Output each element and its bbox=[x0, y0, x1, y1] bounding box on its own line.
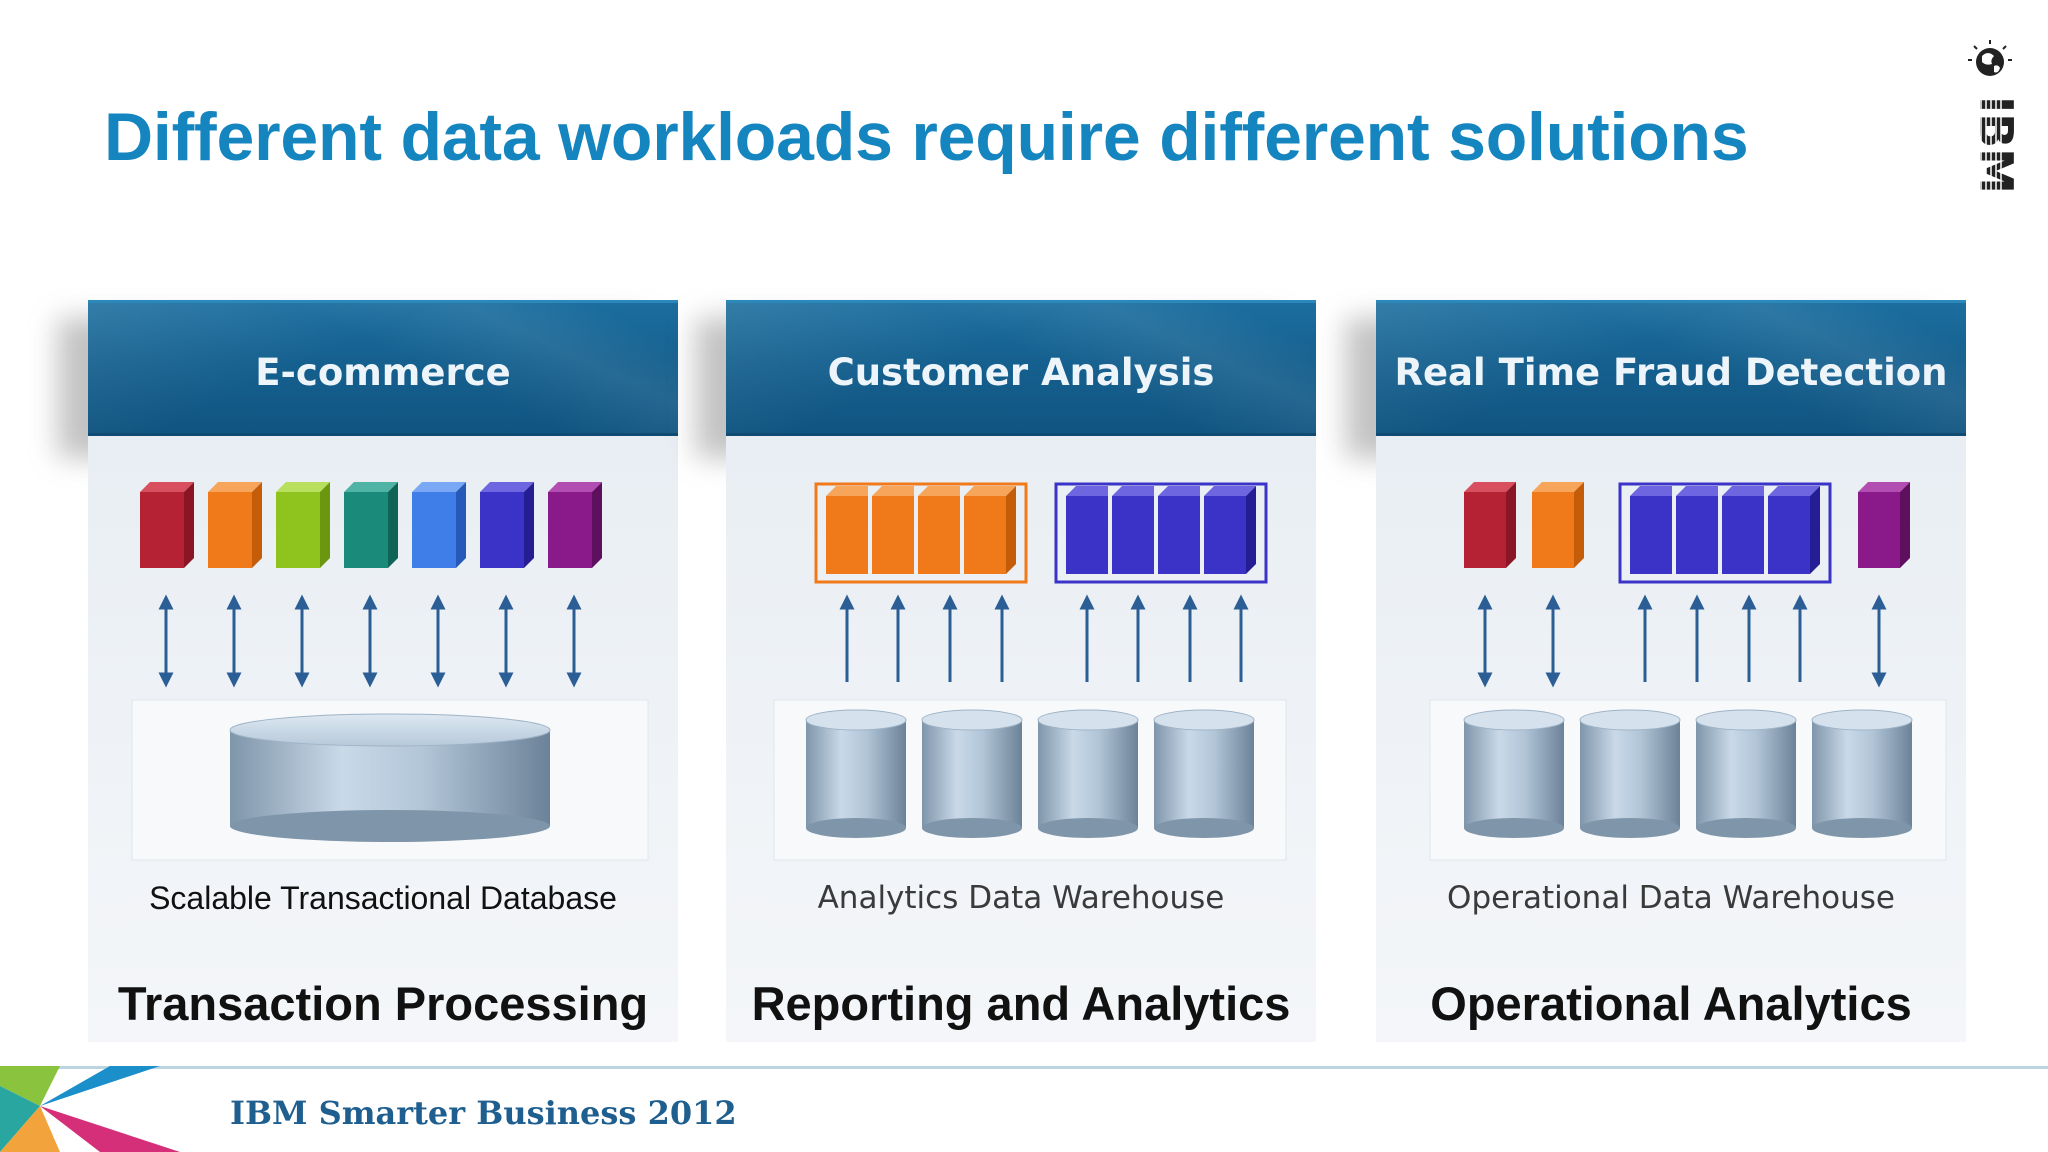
block-group-indigo bbox=[1054, 482, 1268, 584]
block-lime bbox=[276, 482, 330, 568]
panel-header: E-commerce bbox=[88, 300, 678, 436]
panel-ecommerce: E-commerce bbox=[88, 300, 678, 1042]
panel-header-label: Real Time Fraud Detection bbox=[1394, 351, 1948, 394]
panel-illustration bbox=[773, 482, 1287, 861]
warehouse-cylinders bbox=[805, 709, 1255, 838]
block-orange bbox=[208, 482, 262, 568]
panel-caption: Operational Data Warehouse bbox=[1447, 880, 1895, 916]
block-purple bbox=[548, 482, 602, 568]
panel-workload-label: Reporting and Analytics bbox=[751, 977, 1291, 1030]
block-blue bbox=[412, 482, 466, 568]
ibm-wordmark: IBM bbox=[1969, 96, 2020, 194]
panel-caption: Scalable Transactional Database bbox=[149, 880, 617, 916]
globe-icon bbox=[1968, 40, 2012, 76]
block-group-orange bbox=[814, 482, 1028, 584]
bidirectional-arrows bbox=[158, 594, 582, 688]
panel-header: Real Time Fraud Detection bbox=[1376, 300, 1966, 436]
panel-header: Customer Analysis bbox=[726, 300, 1316, 436]
smarter-business-mark-icon bbox=[0, 1066, 180, 1152]
workload-blocks bbox=[140, 482, 602, 568]
block-red bbox=[140, 482, 194, 568]
footer-brand: IBM Smarter Business 2012 bbox=[230, 1094, 737, 1132]
block-teal bbox=[344, 482, 398, 568]
panel-workload-label: Transaction Processing bbox=[117, 977, 649, 1030]
footer-divider bbox=[0, 1066, 2048, 1069]
warehouse-cylinders bbox=[1463, 709, 1913, 838]
ibm-logo: IBM bbox=[1968, 40, 2020, 206]
database-cylinder bbox=[229, 713, 551, 842]
panel-customer-analysis: Customer Analysis bbox=[726, 300, 1316, 1042]
slide-title: Different data workloads require differe… bbox=[104, 99, 1749, 175]
block-group-indigo bbox=[1618, 482, 1832, 584]
block-indigo bbox=[480, 482, 534, 568]
panel-caption: Analytics Data Warehouse bbox=[817, 880, 1225, 916]
block-purple bbox=[1858, 482, 1910, 568]
panel-header-label: Customer Analysis bbox=[827, 351, 1215, 394]
mixed-arrows bbox=[1477, 594, 1887, 688]
upward-arrows bbox=[839, 594, 1249, 682]
block-red bbox=[1464, 482, 1516, 568]
panel-fraud-detection: Real Time Fraud Detection bbox=[1376, 300, 1966, 1042]
block-orange bbox=[1532, 482, 1584, 568]
panel-header-label: E-commerce bbox=[255, 351, 511, 394]
panel-illustration bbox=[1429, 482, 1947, 861]
panel-workload-label: Operational Analytics bbox=[1430, 977, 1912, 1030]
panel-illustration bbox=[131, 482, 649, 861]
